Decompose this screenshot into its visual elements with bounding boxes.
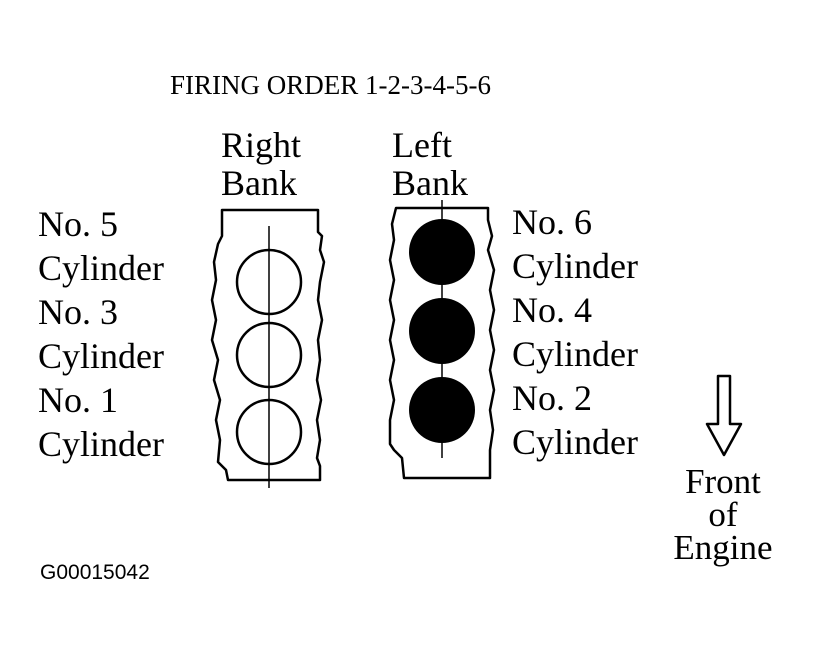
right-bank-label: Right Bank (221, 127, 301, 201)
front-of-engine-label: Front of Engine (658, 462, 788, 567)
figure-id: G00015042 (40, 561, 150, 584)
cylinder-label-no5-word: Cylinder (38, 248, 164, 288)
cylinder-2-bore (409, 377, 475, 443)
cylinder-6-bore (409, 219, 475, 285)
cylinder-label-no1-word: Cylinder (38, 424, 164, 464)
left-cylinder-labels: No. 6 Cylinder No. 4 Cylinder No. 2 Cyli… (512, 200, 638, 464)
cylinder-label-no3-word: Cylinder (38, 336, 164, 376)
left-bank-block (388, 206, 496, 480)
cylinder-label-no2-number: No. 2 (512, 378, 592, 418)
front-label-line2: of (708, 495, 738, 534)
front-label-line3: Engine (673, 528, 773, 567)
left-bank-label: Left Bank (392, 127, 468, 201)
right-bank-label-line1: Right (221, 125, 302, 165)
left-bank-label-line1: Left (392, 125, 452, 165)
cylinder-label-no2-word: Cylinder (512, 422, 638, 462)
cylinder-label-no3-number: No. 3 (38, 292, 118, 332)
right-cylinder-labels: No. 5 Cylinder No. 3 Cylinder No. 1 Cyli… (38, 202, 164, 466)
cylinder-label-no5-number: No. 5 (38, 204, 118, 244)
right-bank-label-line2: Bank (221, 163, 297, 203)
cylinder-label-no4-number: No. 4 (512, 290, 592, 330)
cylinder-3-bore (235, 321, 303, 389)
right-bank-block (210, 208, 326, 482)
cylinder-label-no6-number: No. 6 (512, 202, 592, 242)
cylinder-5-bore (235, 248, 303, 316)
cylinder-1-bore (235, 398, 303, 466)
front-label-line1: Front (685, 462, 761, 501)
cylinder-label-no6-word: Cylinder (512, 246, 638, 286)
cylinder-4-bore (409, 298, 475, 364)
cylinder-label-no1-number: No. 1 (38, 380, 118, 420)
cylinder-label-no4-word: Cylinder (512, 334, 638, 374)
front-arrow-icon (705, 374, 743, 457)
diagram-title: FIRING ORDER 1-2-3-4-5-6 (170, 70, 491, 100)
left-bank-label-line2: Bank (392, 163, 468, 203)
